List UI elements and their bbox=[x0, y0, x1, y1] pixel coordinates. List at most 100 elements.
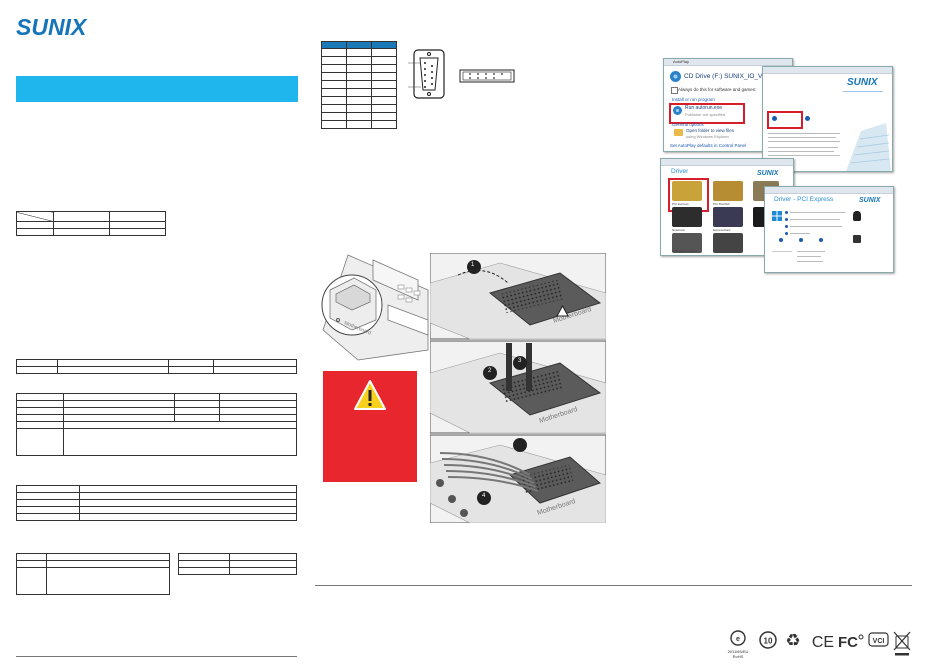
general-heading: General options bbox=[672, 122, 704, 127]
svg-text:VCI: VCI bbox=[873, 638, 885, 645]
db9-connector-icon bbox=[408, 49, 445, 99]
warning-icon bbox=[354, 380, 386, 410]
installation-step-figures: Motherboard Motherboard Motherboard bbox=[430, 253, 606, 523]
folder-icon bbox=[674, 129, 683, 136]
text-line bbox=[797, 256, 821, 257]
driver-logo: SUNIX bbox=[757, 170, 779, 177]
autoplay-drive-title: CD Drive (F:) SUNIX_IO_V4 bbox=[684, 73, 766, 80]
run-autorun-sub: Publisher not specified bbox=[685, 112, 726, 117]
card-label-0: PCI Express bbox=[672, 202, 689, 206]
text-line bbox=[790, 212, 845, 213]
autoplay-defaults-link[interactable]: Set AutoPlay defaults in Control Panel bbox=[670, 143, 747, 148]
linux-icon[interactable] bbox=[853, 211, 861, 221]
text-line bbox=[772, 251, 792, 252]
step-1-label: 1 bbox=[471, 262, 475, 268]
usb-card[interactable] bbox=[713, 233, 743, 253]
text-line bbox=[797, 261, 823, 262]
svg-text:CE: CE bbox=[812, 634, 834, 651]
logo-text: SUNIX bbox=[16, 14, 88, 40]
text-line bbox=[790, 226, 842, 227]
text-line bbox=[768, 147, 838, 148]
pci-bus-card[interactable] bbox=[713, 181, 743, 201]
pin-assignment-table bbox=[321, 41, 397, 129]
svg-text:♻: ♻ bbox=[785, 631, 800, 651]
step-2-label: 2 bbox=[488, 368, 492, 374]
installer-window: SUNIX bbox=[762, 66, 893, 172]
svg-text:FC: FC bbox=[838, 634, 858, 651]
step-4-label: 4 bbox=[482, 493, 486, 499]
svg-text:RoHS: RoHS bbox=[733, 654, 744, 659]
footer-divider bbox=[315, 585, 912, 586]
spec-table-1 bbox=[16, 211, 166, 236]
text-line bbox=[797, 251, 825, 252]
os-option-4[interactable] bbox=[785, 232, 788, 235]
os-option-2[interactable] bbox=[785, 218, 788, 221]
pcie-titlebar bbox=[765, 187, 893, 194]
autoplay-titlebar: AutoPlay bbox=[664, 59, 792, 66]
open-folder-sub: using Windows Explorer bbox=[686, 134, 729, 139]
manual-option-icon[interactable] bbox=[805, 116, 810, 121]
section-title-bar bbox=[16, 76, 298, 102]
autorun-icon bbox=[673, 106, 682, 115]
caution-triangle-icon bbox=[556, 305, 569, 317]
dos-icon[interactable] bbox=[853, 235, 861, 243]
weee-icon bbox=[893, 631, 911, 656]
installer-logo: SUNIX bbox=[847, 77, 878, 88]
spec-table-5 bbox=[16, 553, 170, 595]
text-line bbox=[768, 133, 840, 134]
building-graphic bbox=[846, 123, 891, 171]
driver-heading: Driver bbox=[671, 168, 689, 175]
spec-table-6 bbox=[178, 553, 297, 575]
card-label-7: USB bbox=[713, 249, 720, 253]
svg-text:2011/65/EU: 2011/65/EU bbox=[728, 649, 749, 654]
expresscard-card[interactable] bbox=[713, 207, 743, 227]
card-label-4: ExpressCard bbox=[713, 228, 731, 232]
option-a[interactable] bbox=[779, 238, 783, 242]
left-footer-line bbox=[16, 656, 297, 657]
motherboard-slot-illustration: Motherboard bbox=[321, 254, 429, 361]
vcci-icon: VCI bbox=[868, 632, 889, 647]
step-3-label: 3 bbox=[518, 358, 522, 364]
pcie-driver-window: Driver - PCI Express SUNIX bbox=[764, 186, 894, 273]
recycle-icon: ♻ bbox=[785, 631, 800, 651]
installer-tagline bbox=[843, 91, 883, 92]
always-checkbox[interactable] bbox=[671, 87, 678, 94]
sunix-logo: SUNIX bbox=[16, 14, 88, 40]
notebook-card[interactable] bbox=[672, 207, 702, 227]
pci-express-card bbox=[672, 181, 702, 201]
rohs-icon: e 2011/65/EU RoHS bbox=[728, 630, 749, 659]
card-label-1: PCI Bus/ISA bbox=[713, 202, 730, 206]
certification-icons: e 2011/65/EU RoHS 10 ♻ CE FC VCI bbox=[728, 630, 911, 659]
svg-text:e: e bbox=[736, 636, 740, 643]
pcie-logo: SUNIX bbox=[859, 197, 881, 204]
backplane-card[interactable] bbox=[672, 233, 702, 253]
open-folder-label[interactable]: Open folder to view files bbox=[686, 128, 735, 133]
windows-icon bbox=[772, 211, 782, 221]
installer-titlebar bbox=[763, 67, 892, 74]
install-button-highlight[interactable] bbox=[767, 111, 803, 129]
run-autorun-label: Run autorun.exe bbox=[685, 105, 722, 111]
install-option-icon bbox=[772, 116, 777, 121]
run-autorun-highlight[interactable] bbox=[669, 103, 745, 124]
cd-drive-icon bbox=[670, 71, 681, 82]
option-b[interactable] bbox=[799, 238, 803, 242]
card-label-6: Backplane Cradles bbox=[672, 249, 698, 253]
ten-year-icon: 10 bbox=[759, 631, 777, 649]
text-line bbox=[790, 219, 840, 220]
svg-text:10: 10 bbox=[764, 637, 773, 646]
spec-table-2 bbox=[16, 359, 297, 374]
option-c[interactable] bbox=[819, 238, 823, 242]
pcie-heading: Driver - PCI Express bbox=[774, 196, 834, 203]
warning-panel bbox=[323, 371, 417, 482]
ce-icon: CE bbox=[812, 634, 834, 651]
os-option-1[interactable] bbox=[785, 211, 788, 214]
text-line bbox=[768, 137, 836, 138]
card-label-3: Notebook bbox=[672, 228, 685, 232]
text-line bbox=[790, 233, 810, 234]
text-line bbox=[768, 155, 840, 156]
driver-titlebar bbox=[661, 159, 793, 166]
spec-table-4 bbox=[16, 485, 297, 521]
text-line bbox=[768, 141, 840, 142]
install-heading: Install or run program bbox=[672, 97, 715, 102]
os-option-3[interactable] bbox=[785, 225, 788, 228]
